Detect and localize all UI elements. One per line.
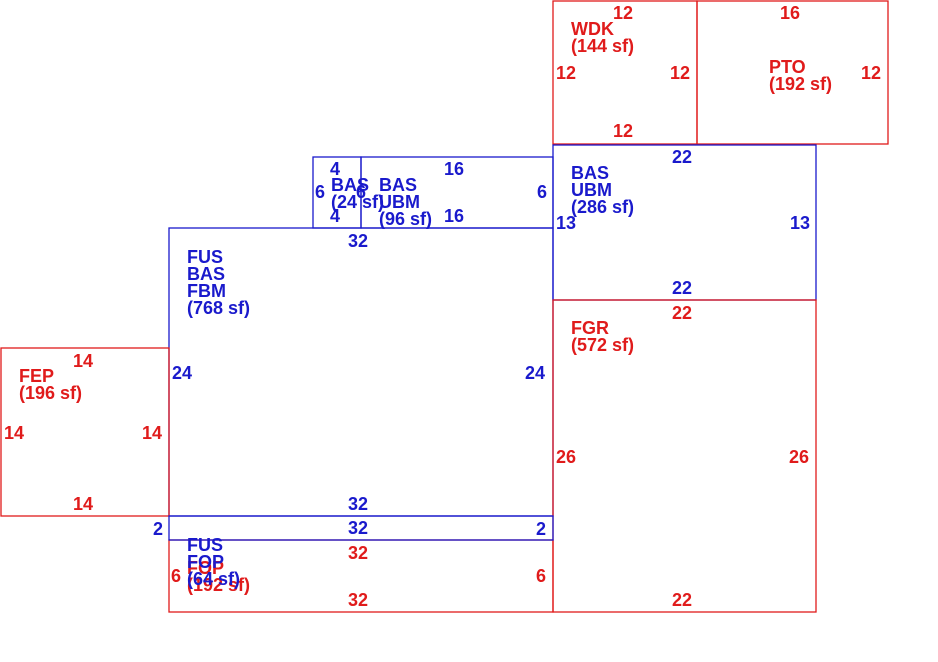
fus-main-code-1: FUS — [187, 247, 223, 267]
fep-dim-right: 14 — [142, 423, 162, 443]
fus-main-area: (768 sf) — [187, 298, 250, 318]
bas-small-code: BAS — [331, 175, 369, 195]
fus-strip-dim-top: 32 — [348, 518, 368, 538]
fop-code: FOP — [187, 558, 224, 578]
wdk-dim-left: 12 — [556, 63, 576, 83]
fus-main-rect — [168, 227, 554, 517]
fgr-dim-left: 26 — [556, 447, 576, 467]
bas-small-dim-right: 6 — [356, 182, 366, 202]
bas-small-dim-top: 4 — [330, 159, 340, 179]
fep-dim-left: 14 — [4, 423, 24, 443]
bas-upper-dim-top: 22 — [672, 147, 692, 167]
fep-dim-top: 14 — [73, 351, 93, 371]
bas-upper-dim-right: 13 — [790, 213, 810, 233]
fus-main-dim-left: 24 — [172, 363, 192, 383]
pto-dim-right: 12 — [861, 63, 881, 83]
bas-mid-dim-bottom: 16 — [444, 206, 464, 226]
wdk-area: (144 sf) — [571, 36, 634, 56]
fus-strip-rect — [168, 515, 554, 541]
fop-dim-left: 6 — [171, 566, 181, 586]
wdk-dim-bottom: 12 — [613, 121, 633, 141]
bas-mid-dim-top: 16 — [444, 159, 464, 179]
bas-upper-code-1: BAS — [571, 163, 609, 183]
bas-upper-code-2: UBM — [571, 180, 612, 200]
fop-dim-right: 6 — [536, 566, 546, 586]
wdk-dim-right: 12 — [670, 63, 690, 83]
bas-mid-code-1: BAS — [379, 175, 417, 195]
fus-strip-code-2: FOP — [187, 552, 224, 572]
bas-small-area: (24 sf) — [331, 192, 384, 212]
bas-small-dim-bottom: 4 — [330, 206, 340, 226]
bas-mid-dim-right: 6 — [537, 182, 547, 202]
fgr-code: FGR — [571, 318, 609, 338]
fus-strip-area: (64 sf) — [187, 569, 240, 589]
fgr-dim-top: 22 — [672, 303, 692, 323]
fep-code: FEP — [19, 366, 54, 386]
bas-upper-area: (286 sf) — [571, 197, 634, 217]
bas-mid-code-2: UBM — [379, 192, 420, 212]
fep-dim-bottom: 14 — [73, 494, 93, 514]
bas-upper-dim-left: 13 — [556, 213, 576, 233]
fgr-area: (572 sf) — [571, 335, 634, 355]
fep-rect — [0, 347, 170, 517]
fgr-rect — [552, 299, 817, 613]
fus-main-dim-right: 24 — [525, 363, 545, 383]
pto-area: (192 sf) — [769, 74, 832, 94]
fgr-dim-bottom: 22 — [672, 590, 692, 610]
pto-code: PTO — [769, 57, 806, 77]
fop-area: (192 sf) — [187, 575, 250, 595]
fus-main-code-3: FBM — [187, 281, 226, 301]
fus-strip-dim-left: 2 — [153, 519, 163, 539]
pto-dim-top: 16 — [780, 3, 800, 23]
wdk-code: WDK — [571, 19, 614, 39]
fus-main-dim-bottom: 32 — [348, 494, 368, 514]
fus-main-dim-top: 32 — [348, 231, 368, 251]
bas-small-dim-left: 6 — [315, 182, 325, 202]
wdk-dim-top: 12 — [613, 3, 633, 23]
fus-strip-dim-right: 2 — [536, 519, 546, 539]
pto-rect — [696, 0, 889, 145]
bas-mid-area: (96 sf) — [379, 209, 432, 229]
fep-area: (196 sf) — [19, 383, 82, 403]
fgr-dim-right: 26 — [789, 447, 809, 467]
fop-dim-bottom: 32 — [348, 590, 368, 610]
bas-upper-dim-bottom: 22 — [672, 278, 692, 298]
fus-main-code-2: BAS — [187, 264, 225, 284]
fop-dim-top: 32 — [348, 543, 368, 563]
fus-strip-code-1: FUS — [187, 535, 223, 555]
